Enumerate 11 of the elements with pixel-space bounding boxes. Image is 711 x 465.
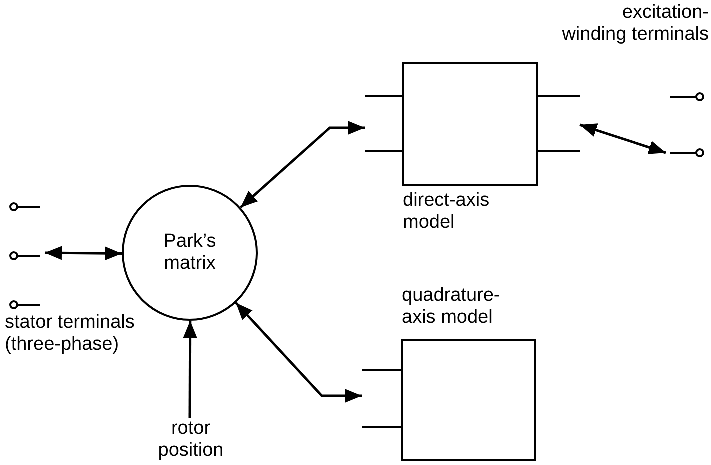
double-arrow: [44, 246, 122, 261]
block-label: quadrature-axis model: [402, 285, 502, 329]
double-arrow: [580, 124, 666, 154]
circle-label: Park’s matrix: [162, 231, 218, 275]
arrow: [183, 321, 198, 418]
double-arrow: [240, 121, 365, 209]
double-arrow: [235, 302, 362, 403]
terminal-caption: excitation-winding terminals: [561, 2, 709, 46]
input-label: rotor position: [146, 418, 236, 464]
terminal-caption: stator terminals (three-phase): [5, 312, 136, 356]
block-label: direct-axis model: [403, 190, 491, 234]
